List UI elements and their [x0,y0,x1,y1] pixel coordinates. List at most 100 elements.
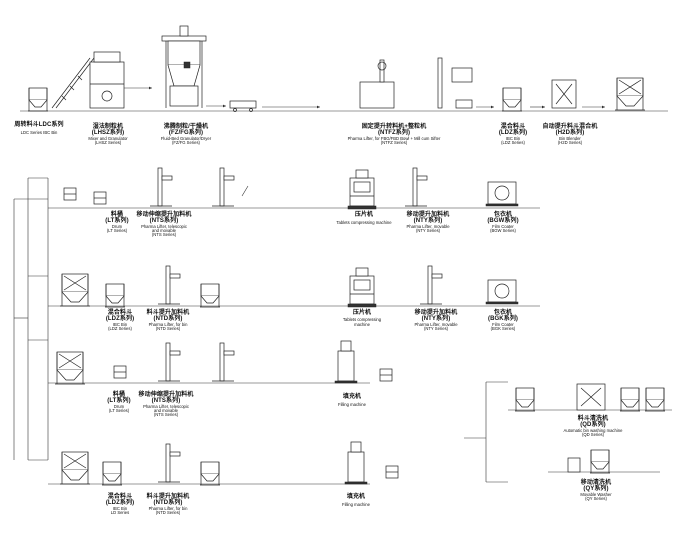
row4-drawing [48,441,399,486]
r1-drum-en1: Drum [111,223,123,229]
ldc-label: 周转料斗LDC系列 LDC Series IBC Bin [14,122,64,136]
r1-coat-cn: 包衣机 [493,212,513,218]
r1-nts-cn: 移动伸缩提升加料机 [136,212,192,218]
ldc-cn: 周转料斗LDC系列 [14,122,64,128]
r2-coat-cn: 包衣机 [493,310,513,316]
r2-coat-label: 包衣机 (BGK系列) Film Coater (BGK Series) [486,310,520,331]
r2-ldz-cn2: (LDZ系列) [105,316,135,323]
r2-press-en1: Tablets compressing [342,317,382,323]
h2d-cn2: (H2D系列) [555,130,585,137]
r4-ntd-en1: Pharma Lifter, for bin [148,505,188,511]
r1-coat-en2: (BGW Series) [490,228,516,233]
r3-drum-cn2: (LT系列) [107,398,131,405]
h2d-label: 自动提升料斗混合机 (H2D系列) Bin Blender (H2D Serie… [534,124,606,145]
r2-ldz-label: 混合料斗 (LDZ系列) IBC Bin (LDZ Series) [104,310,136,331]
ntfz-drawing [359,57,494,109]
r1-nty-label: 移动提升加料机 (NTY系列) Pharma Lifter, movable (… [400,212,456,233]
r2-nty-cn: 移动提升加料机 [414,310,458,316]
r3-nts-en2: and movable [154,408,178,413]
r2-ldz-cn: 混合料斗 [107,310,133,316]
r4-ldz-en1: IBC Bin [112,505,128,511]
r2-ldz-en2: (LDZ Series) [108,326,132,331]
r2-ldz-en1: IBC Bin [112,321,128,327]
r2-press-en2: machine [354,321,370,327]
ldz-top-cn2: (LDZ系列) [498,130,528,137]
fz-label: 沸腾制粒/干燥机 (FZ/FG系列) Fluid-Bed Granulator/… [150,124,222,145]
r2-nty-en2: (NTY Series) [423,326,449,331]
r2-ntd-cn2: (NTD系列) [153,316,183,323]
r2-press-label: 压片机 Tablets compressing machine [334,310,390,327]
lhsz-en2: (LHSZ Series) [94,140,122,145]
r1-nts-en1: Pharma Lifter, telescopic [141,223,187,229]
r4-ntd-label: 料斗提升加料机 (NTD系列) Pharma Lifter, for bin (… [140,494,196,515]
lhsz-cn2: (LHSZ系列) [91,130,125,137]
fz-en1: Fluid-Bed Granulator/Dryer [160,135,212,141]
fz-cn2: (FZ/FG系列) [168,130,204,137]
r2-nty-label: 移动提升加料机 (NTY系列) Pharma Lifter, movable (… [408,310,464,331]
lhsz-label: 湿法制粒机 (LHSZ系列) Mixer and Granulator (LHS… [80,124,136,145]
r4-ldz-label: 混合料斗 (LDZ系列) IBC Bin LD Series [104,494,136,515]
ldz-top-en1: IBC Bin [505,135,521,141]
r1-nts-en3: (NTS Series) [151,232,177,238]
qd-en1: Automatic bin washing machine [563,427,623,433]
h2d-en1: Bin Blender [559,135,581,141]
ntfz-en2: (NTFZ Series) [380,140,408,145]
r2-nty-en1: Pharma Lifter, movable [414,321,458,327]
h2d-cn: 自动提升料斗混合机 [542,124,598,130]
h2d-drawing [551,79,577,109]
r3-nts-cn: 移动伸缩提升加料机 [138,392,194,398]
ntfz-label: 固定提升转料机+整粒机 (NTFZ系列) Pharma Lifter, for … [340,124,448,145]
r3-drum-label: 料桶 (LT系列) Drum (LT Series) [104,392,134,413]
r3-nts-en3: (NTS Series) [153,412,179,418]
r4-fill-en1: Filling machine [342,502,370,508]
r2-ntd-en2: (NTD Series) [155,326,181,331]
conveyor-drawing [51,57,95,109]
qd-cn: 料斗清洗机 [577,416,609,422]
r1-drum-cn2: (LT系列) [105,218,129,225]
r4-ldz-en2: LD Series [110,510,130,515]
r4-ntd-cn: 料斗提升加料机 [146,494,190,500]
r4-fill-cn: 填充机 [346,494,366,500]
r1-drum-label: 料桶 (LT系列) Drum (LT Series) [102,212,132,233]
qd-cn2: (QD系列) [580,422,606,429]
lhsz-en1: Mixer and Granulator [88,135,128,141]
r3-drum-en2: (LT Series) [108,408,130,413]
qy-en1: Movable Washer [580,491,612,497]
r1-drum-en2: (LT Series) [106,228,128,233]
r1-coat-en1: Film Coater [492,223,514,229]
r3-fill-en1: Filling machine [338,402,366,408]
r3-fill-label: 填充机 Filling machine [330,394,374,408]
r2-ntd-cn: 料斗提升加料机 [146,310,190,316]
ldz-top2-drawing [614,77,646,111]
ldz-top-en2: (LDZ Series) [501,140,525,145]
row1-drawing [48,167,540,210]
qy-en2: (QY Series) [585,496,607,501]
r2-coat-en2: (BGK Series) [490,326,516,331]
r1-nts-cn2: (NTS系列) [149,218,179,225]
qy-cn: 移动清洗机 [580,480,612,486]
lhsz-cn: 湿法制粒机 [92,124,124,130]
qd-en2: (QD Series) [581,432,605,437]
h2d-en2: (H2D Series) [557,140,583,145]
r1-nty-cn2: (NTY系列) [413,218,443,225]
r1-nts-label: 移动伸缩提升加料机 (NTS系列) Pharma Lifter, telesco… [132,212,196,238]
r1-nty-cn: 移动提升加料机 [406,212,450,218]
r3-nts-label: 移动伸缩提升加料机 (NTS系列) Pharma Lifter, telesco… [134,392,198,418]
r3-nts-cn2: (NTS系列) [151,398,181,405]
row2-drawing [48,265,540,308]
r1-press-en1: Tablets compressing machine [336,220,392,226]
r2-nty-cn2: (NTY系列) [421,316,451,323]
r1-nty-en1: Pharma Lifter, movable [406,223,450,229]
r3-fill-cn: 填充机 [342,394,362,400]
r2-coat-en1: Film Coater [492,321,514,327]
r1-nty-en2: (NTY Series) [415,228,441,233]
fz-en2: (FZ/FG Series) [172,140,200,145]
ldz-top-label: 混合料斗 (LDZ系列) IBC Bin (LDZ Series) [496,124,530,145]
ldz-top-cn: 混合料斗 [500,124,526,130]
fz-drawing [161,25,207,108]
washers-drawing [464,381,672,483]
ntfz-cn2: (NTFZ系列) [377,130,411,137]
ldz-top-drawing [501,87,523,112]
